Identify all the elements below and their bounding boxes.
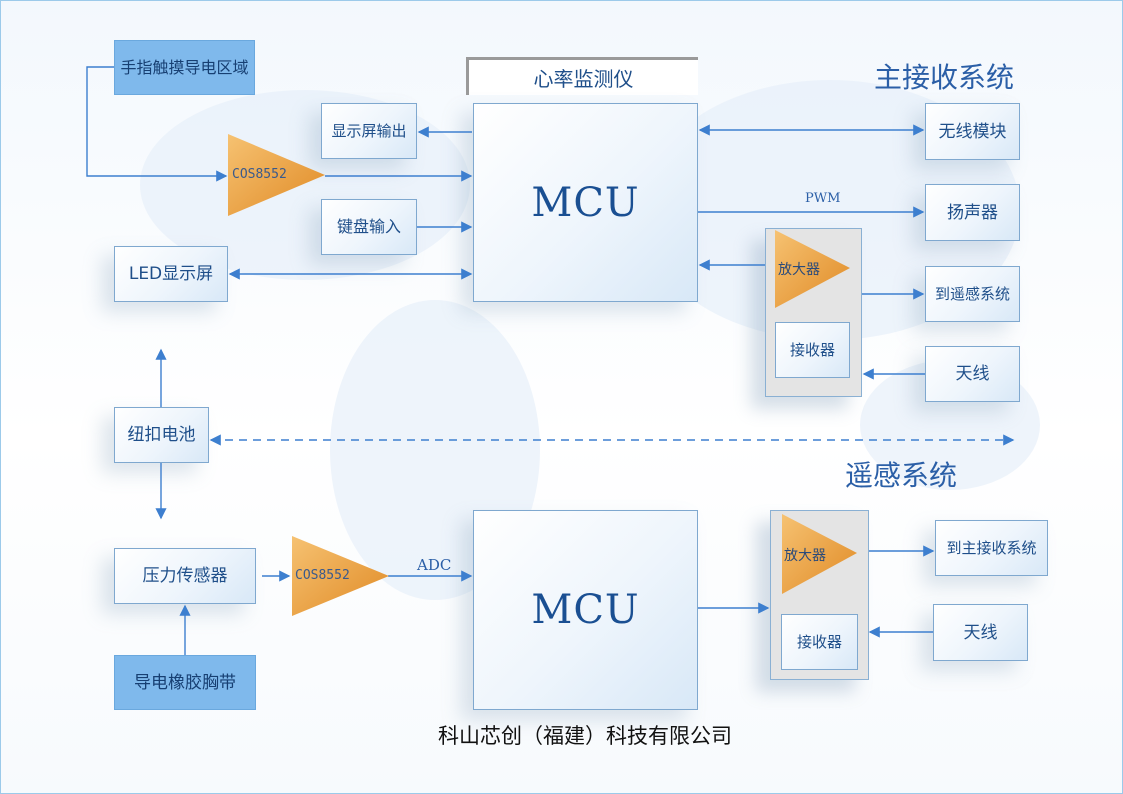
wireless-module-box: 无线模块 <box>925 103 1020 160</box>
main-system-title: 主接收系统 <box>874 61 1015 94</box>
lower-amp-triangle <box>292 536 389 616</box>
led-display-box: LED显示屏 <box>114 246 228 302</box>
speaker-box: 扬声器 <box>925 184 1020 241</box>
pressure-sensor-box: 压力传感器 <box>114 548 256 604</box>
keyboard-input-box: 键盘输入 <box>321 199 417 255</box>
upper-rf-amp-triangle <box>775 230 850 308</box>
lower-rf-amp-triangle <box>782 514 857 594</box>
lower-amp-chip-label: COS8552 <box>295 568 350 583</box>
pwm-label: PWM <box>805 191 841 206</box>
chest-strap-box: 导电橡胶胸带 <box>114 655 256 710</box>
battery-box: 纽扣电池 <box>114 407 209 463</box>
arrow-touch-to-amp <box>86 66 228 182</box>
lower-antenna-box: 天线 <box>933 604 1028 661</box>
diagram-title: 心率监测仪 <box>466 57 698 95</box>
upper-amp-triangle <box>228 134 325 216</box>
mcu-main-box: MCU <box>473 103 698 302</box>
touch-area-box: 手指触摸导电区域 <box>114 40 255 95</box>
remote-system-title: 遥感系统 <box>845 459 958 492</box>
mcu-remote-box: MCU <box>473 510 698 710</box>
lower-receiver-box: 接收器 <box>781 614 858 670</box>
upper-amplifier-label: 放大器 <box>778 262 820 278</box>
to-main-box: 到主接收系统 <box>935 520 1048 576</box>
upper-antenna-box: 天线 <box>925 346 1020 402</box>
adc-label: ADC <box>417 556 452 574</box>
lower-amplifier-label: 放大器 <box>784 548 826 564</box>
upper-receiver-box: 接收器 <box>775 322 850 378</box>
to-remote-box: 到遥感系统 <box>925 266 1020 322</box>
company-footer: 科山芯创（福建）科技有限公司 <box>438 724 732 748</box>
upper-amp-chip-label: COS8552 <box>232 167 287 182</box>
display-output-box: 显示屏输出 <box>321 103 417 159</box>
